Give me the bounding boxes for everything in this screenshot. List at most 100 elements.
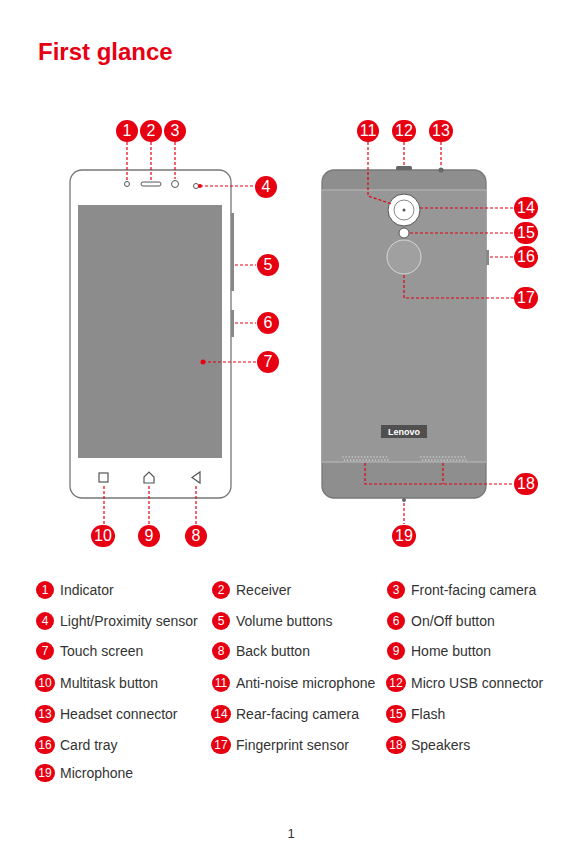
callout-number: 12: [392, 120, 416, 142]
callout-text: 10: [38, 677, 51, 689]
callout-number: 18: [514, 473, 538, 495]
callout-number: 8: [212, 642, 230, 660]
part-name: Anti-noise microphone: [236, 675, 375, 691]
part-name: Rear-facing camera: [236, 706, 359, 722]
callout-text: 1: [42, 584, 49, 596]
part-name: Micro USB connector: [411, 675, 543, 691]
callout-text: 16: [517, 249, 535, 265]
callout-number: 9: [138, 525, 160, 547]
part-name: Card tray: [60, 737, 118, 753]
part-name: Volume buttons: [236, 613, 333, 629]
callout-number: 2: [212, 581, 230, 599]
callout-text: 13: [432, 123, 450, 139]
callout-text: 2: [147, 123, 156, 139]
callout-text: 8: [192, 528, 201, 544]
part-name: Fingerprint sensor: [236, 737, 349, 753]
callout-number: 3: [164, 120, 186, 142]
part-name: Multitask button: [60, 675, 158, 691]
callout-text: 12: [389, 677, 402, 689]
callout-text: 6: [393, 615, 400, 627]
part-name: Headset connector: [60, 706, 178, 722]
part-name: Speakers: [411, 737, 470, 753]
callout-number: 1: [36, 581, 54, 599]
callout-number: 2: [140, 120, 162, 142]
callout-number: 14: [514, 197, 538, 219]
callout-text: 11: [360, 123, 377, 139]
callout-number: 4: [255, 176, 277, 198]
part-name: Light/Proximity sensor: [60, 613, 198, 629]
part-name: Back button: [236, 643, 310, 659]
callout-text: 4: [262, 179, 271, 195]
callout-text: 17: [517, 290, 535, 306]
callout-text: 5: [218, 615, 225, 627]
callout-number: 10: [35, 674, 54, 692]
callout-number: 16: [514, 246, 538, 268]
callout-number: 17: [514, 287, 538, 309]
part-name: Front-facing camera: [411, 582, 536, 598]
callout-number: 12: [386, 674, 405, 692]
callout-text: 16: [38, 739, 51, 751]
callout-number: 4: [36, 612, 54, 630]
callout-number: 8: [185, 525, 207, 547]
callout-text: 10: [94, 528, 112, 544]
callout-number: 14: [211, 705, 230, 723]
callout-text: 19: [395, 528, 413, 544]
callout-text: 15: [517, 225, 535, 241]
callout-number: 16: [35, 736, 54, 754]
callout-number: 6: [387, 612, 405, 630]
callout-text: 3: [171, 123, 180, 139]
callout-text: 11: [215, 677, 227, 689]
callout-number: 5: [212, 612, 230, 630]
callout-text: 12: [395, 123, 413, 139]
page-title: First glance: [38, 38, 173, 66]
callout-text: 9: [393, 645, 400, 657]
part-name: Touch screen: [60, 643, 143, 659]
callout-number: 19: [35, 764, 54, 782]
callout-number: 10: [91, 525, 115, 547]
callout-text: 5: [264, 257, 273, 273]
part-name: Receiver: [236, 582, 291, 598]
callout-text: 14: [517, 200, 535, 216]
callout-number: 17: [211, 736, 230, 754]
part-name: Flash: [411, 706, 445, 722]
callout-text: 7: [42, 645, 49, 657]
callout-text: 19: [38, 767, 51, 779]
callout-text: 8: [218, 645, 225, 657]
callout-number: 18: [386, 736, 405, 754]
callout-text: 13: [38, 708, 51, 720]
callout-text: 1: [123, 123, 132, 139]
part-name: On/Off button: [411, 613, 495, 629]
page-number: 1: [287, 826, 294, 841]
callout-text: 3: [393, 584, 400, 596]
callout-text: 2: [218, 584, 225, 596]
callout-number: 15: [386, 705, 405, 723]
part-name: Microphone: [60, 765, 133, 781]
callout-number: 15: [514, 222, 538, 244]
part-name: Indicator: [60, 582, 114, 598]
callout-number: 11: [357, 120, 380, 142]
callout-number: 7: [257, 351, 279, 373]
callout-text: 9: [145, 528, 154, 544]
callout-text: 7: [264, 354, 273, 370]
callout-number: 5: [257, 254, 279, 276]
callout-text: 17: [214, 739, 227, 751]
callout-text: 6: [264, 315, 273, 331]
callout-text: 18: [517, 476, 535, 492]
callout-number: 3: [387, 581, 405, 599]
callout-text: 14: [214, 708, 227, 720]
callout-text: 4: [42, 615, 49, 627]
callout-number: 13: [35, 705, 54, 723]
callout-number: 6: [257, 312, 279, 334]
callout-number: 9: [387, 642, 405, 660]
callout-number: 13: [429, 120, 453, 142]
brand-logo: Lenovo: [388, 427, 420, 437]
callout-number: 11: [212, 674, 230, 692]
callout-number: 1: [116, 120, 138, 142]
callout-number: 7: [36, 642, 54, 660]
callout-text: 18: [389, 739, 402, 751]
callout-text: 15: [389, 708, 402, 720]
callout-number: 19: [392, 525, 416, 547]
part-name: Home button: [411, 643, 491, 659]
